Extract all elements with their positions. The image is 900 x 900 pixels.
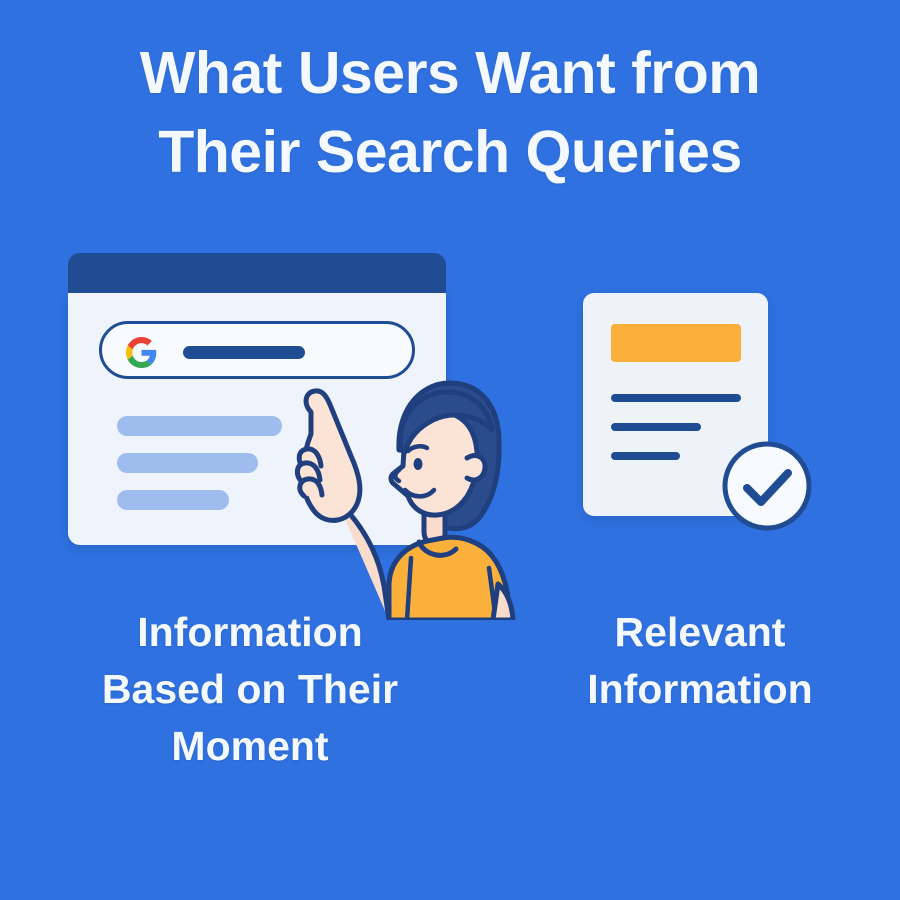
caption-left: Information Based on Their Moment — [48, 604, 452, 775]
page-title-line-1: What Users Want from — [139, 40, 761, 106]
search-result-bar[interactable] — [117, 416, 282, 436]
orange-highlight-block — [611, 324, 741, 362]
google-g-icon — [126, 337, 157, 368]
pointing-person-illustration — [295, 380, 516, 620]
document-text-line — [611, 452, 680, 460]
caption-right-line-2: Information — [587, 666, 813, 712]
search-query-text — [183, 346, 305, 359]
search-result-bar[interactable] — [117, 490, 229, 510]
caption-left-line-2: Based on Their — [101, 666, 399, 712]
caption-left-line-3: Moment — [171, 723, 329, 769]
caption-left-line-1: Information — [137, 609, 363, 655]
document-text-line — [611, 394, 741, 402]
search-result-bar[interactable] — [117, 453, 258, 473]
search-bar[interactable] — [99, 321, 415, 379]
document-text-line — [611, 423, 701, 431]
check-circle-icon — [722, 441, 812, 531]
caption-right: Relevant Information — [505, 604, 895, 718]
caption-right-line-1: Relevant — [614, 609, 786, 655]
browser-titlebar — [68, 253, 446, 293]
browser-window-illustration — [68, 253, 446, 545]
page-title: What Users Want from Their Search Querie… — [0, 34, 900, 192]
page-title-line-2: Their Search Queries — [158, 119, 742, 185]
